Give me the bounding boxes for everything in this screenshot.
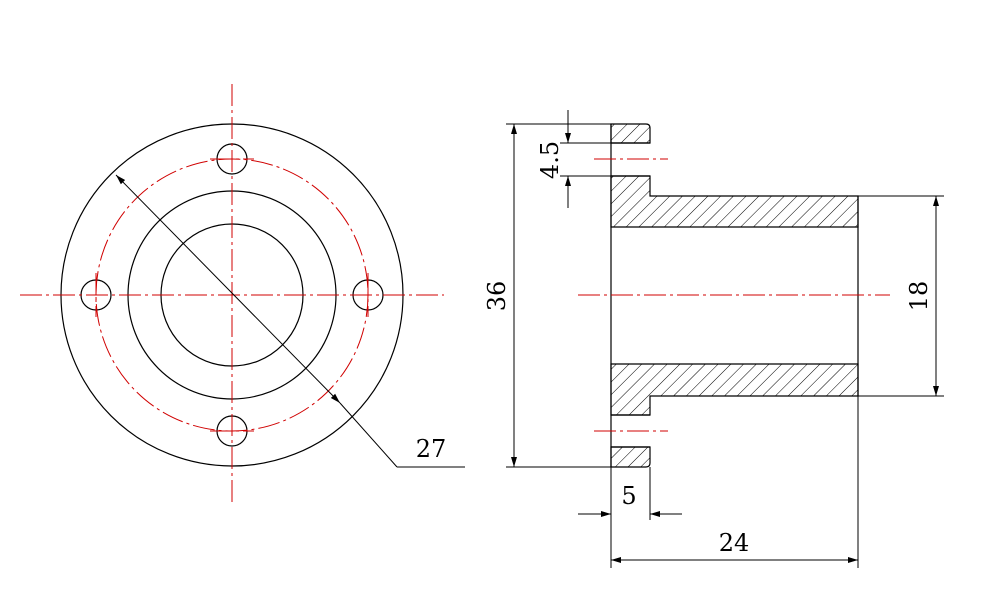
section-lower-flange-tip	[610, 446, 651, 468]
bore-diameter-label: 18	[905, 281, 933, 312]
flange-thickness-dimension	[578, 467, 682, 520]
pitch-diameter-dimension	[115, 174, 465, 468]
hole-diameter-dimension	[560, 110, 611, 208]
total-length-dimension	[610, 396, 859, 568]
side-view-centerlines	[578, 158, 890, 432]
pitch-dimension-line	[115, 174, 341, 404]
flange-thickness-label: 5	[621, 482, 636, 510]
overall-diameter-dimension	[506, 123, 611, 468]
overall-diameter-label: 36	[483, 281, 511, 312]
bore-diameter-dimension	[858, 195, 944, 397]
hole-diameter-label: 4.5	[536, 141, 564, 179]
section-upper-body	[610, 175, 859, 228]
section-upper-flange-tip	[610, 123, 651, 144]
section-lower-body	[610, 363, 859, 416]
pitch-diameter-label: 27	[416, 435, 447, 463]
pitch-leader-line	[339, 402, 398, 468]
front-view-centerlines	[20, 84, 444, 506]
total-length-label: 24	[719, 529, 750, 557]
